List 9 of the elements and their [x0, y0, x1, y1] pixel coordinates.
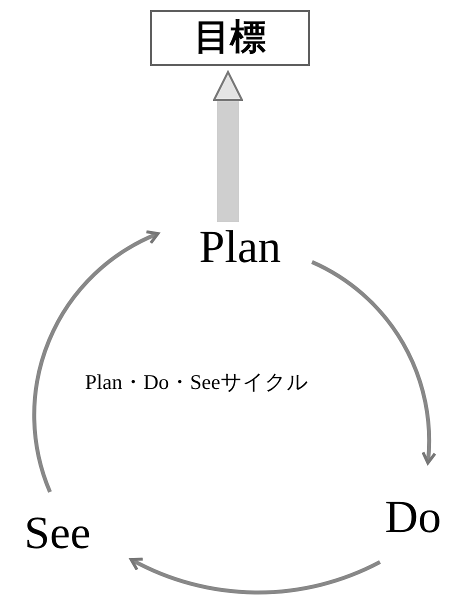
phase-label: See — [15, 508, 100, 558]
arc-arrow — [311, 260, 436, 464]
arc-arrow — [130, 556, 381, 594]
phase-label: Plan — [185, 222, 295, 272]
goal-box: 目標 — [150, 10, 310, 66]
block-arrow — [213, 71, 243, 222]
cycle-label: Plan・Do・Seeサイクル — [85, 369, 308, 396]
arc-arrow — [32, 230, 160, 493]
phase-label: Do — [378, 492, 448, 542]
